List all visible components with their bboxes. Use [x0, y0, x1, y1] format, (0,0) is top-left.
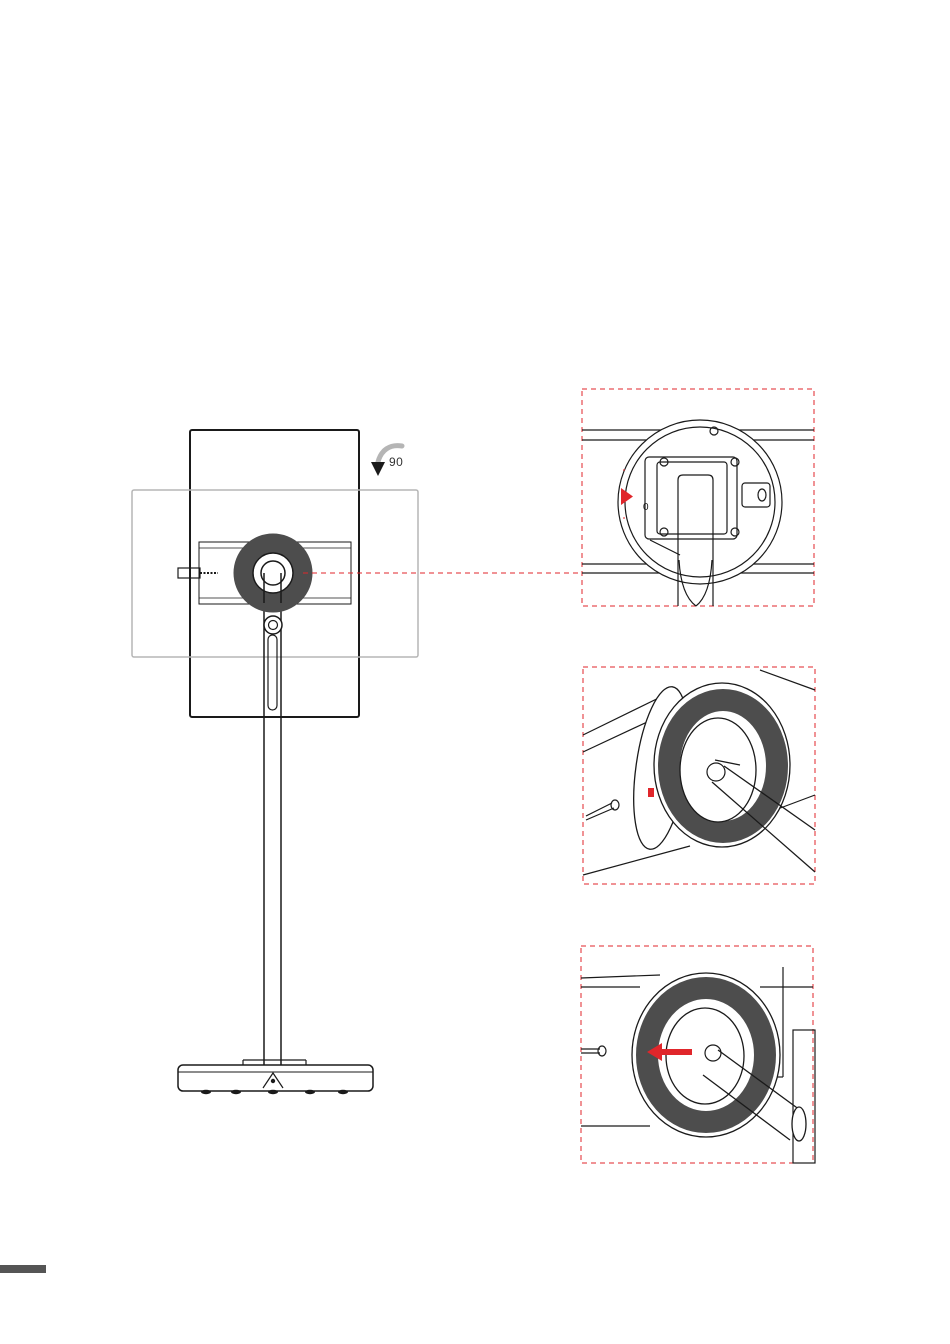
main-figure [132, 430, 418, 1094]
detail-3 [581, 946, 815, 1163]
rotation-angle-label: 90 [389, 455, 403, 469]
detail-1: 0 [582, 389, 814, 606]
page-tab [0, 1265, 46, 1273]
stand-base [178, 1065, 373, 1091]
detail-2 [583, 667, 815, 884]
rotation-ring-main [243, 543, 303, 603]
svg-text:0: 0 [643, 502, 649, 513]
